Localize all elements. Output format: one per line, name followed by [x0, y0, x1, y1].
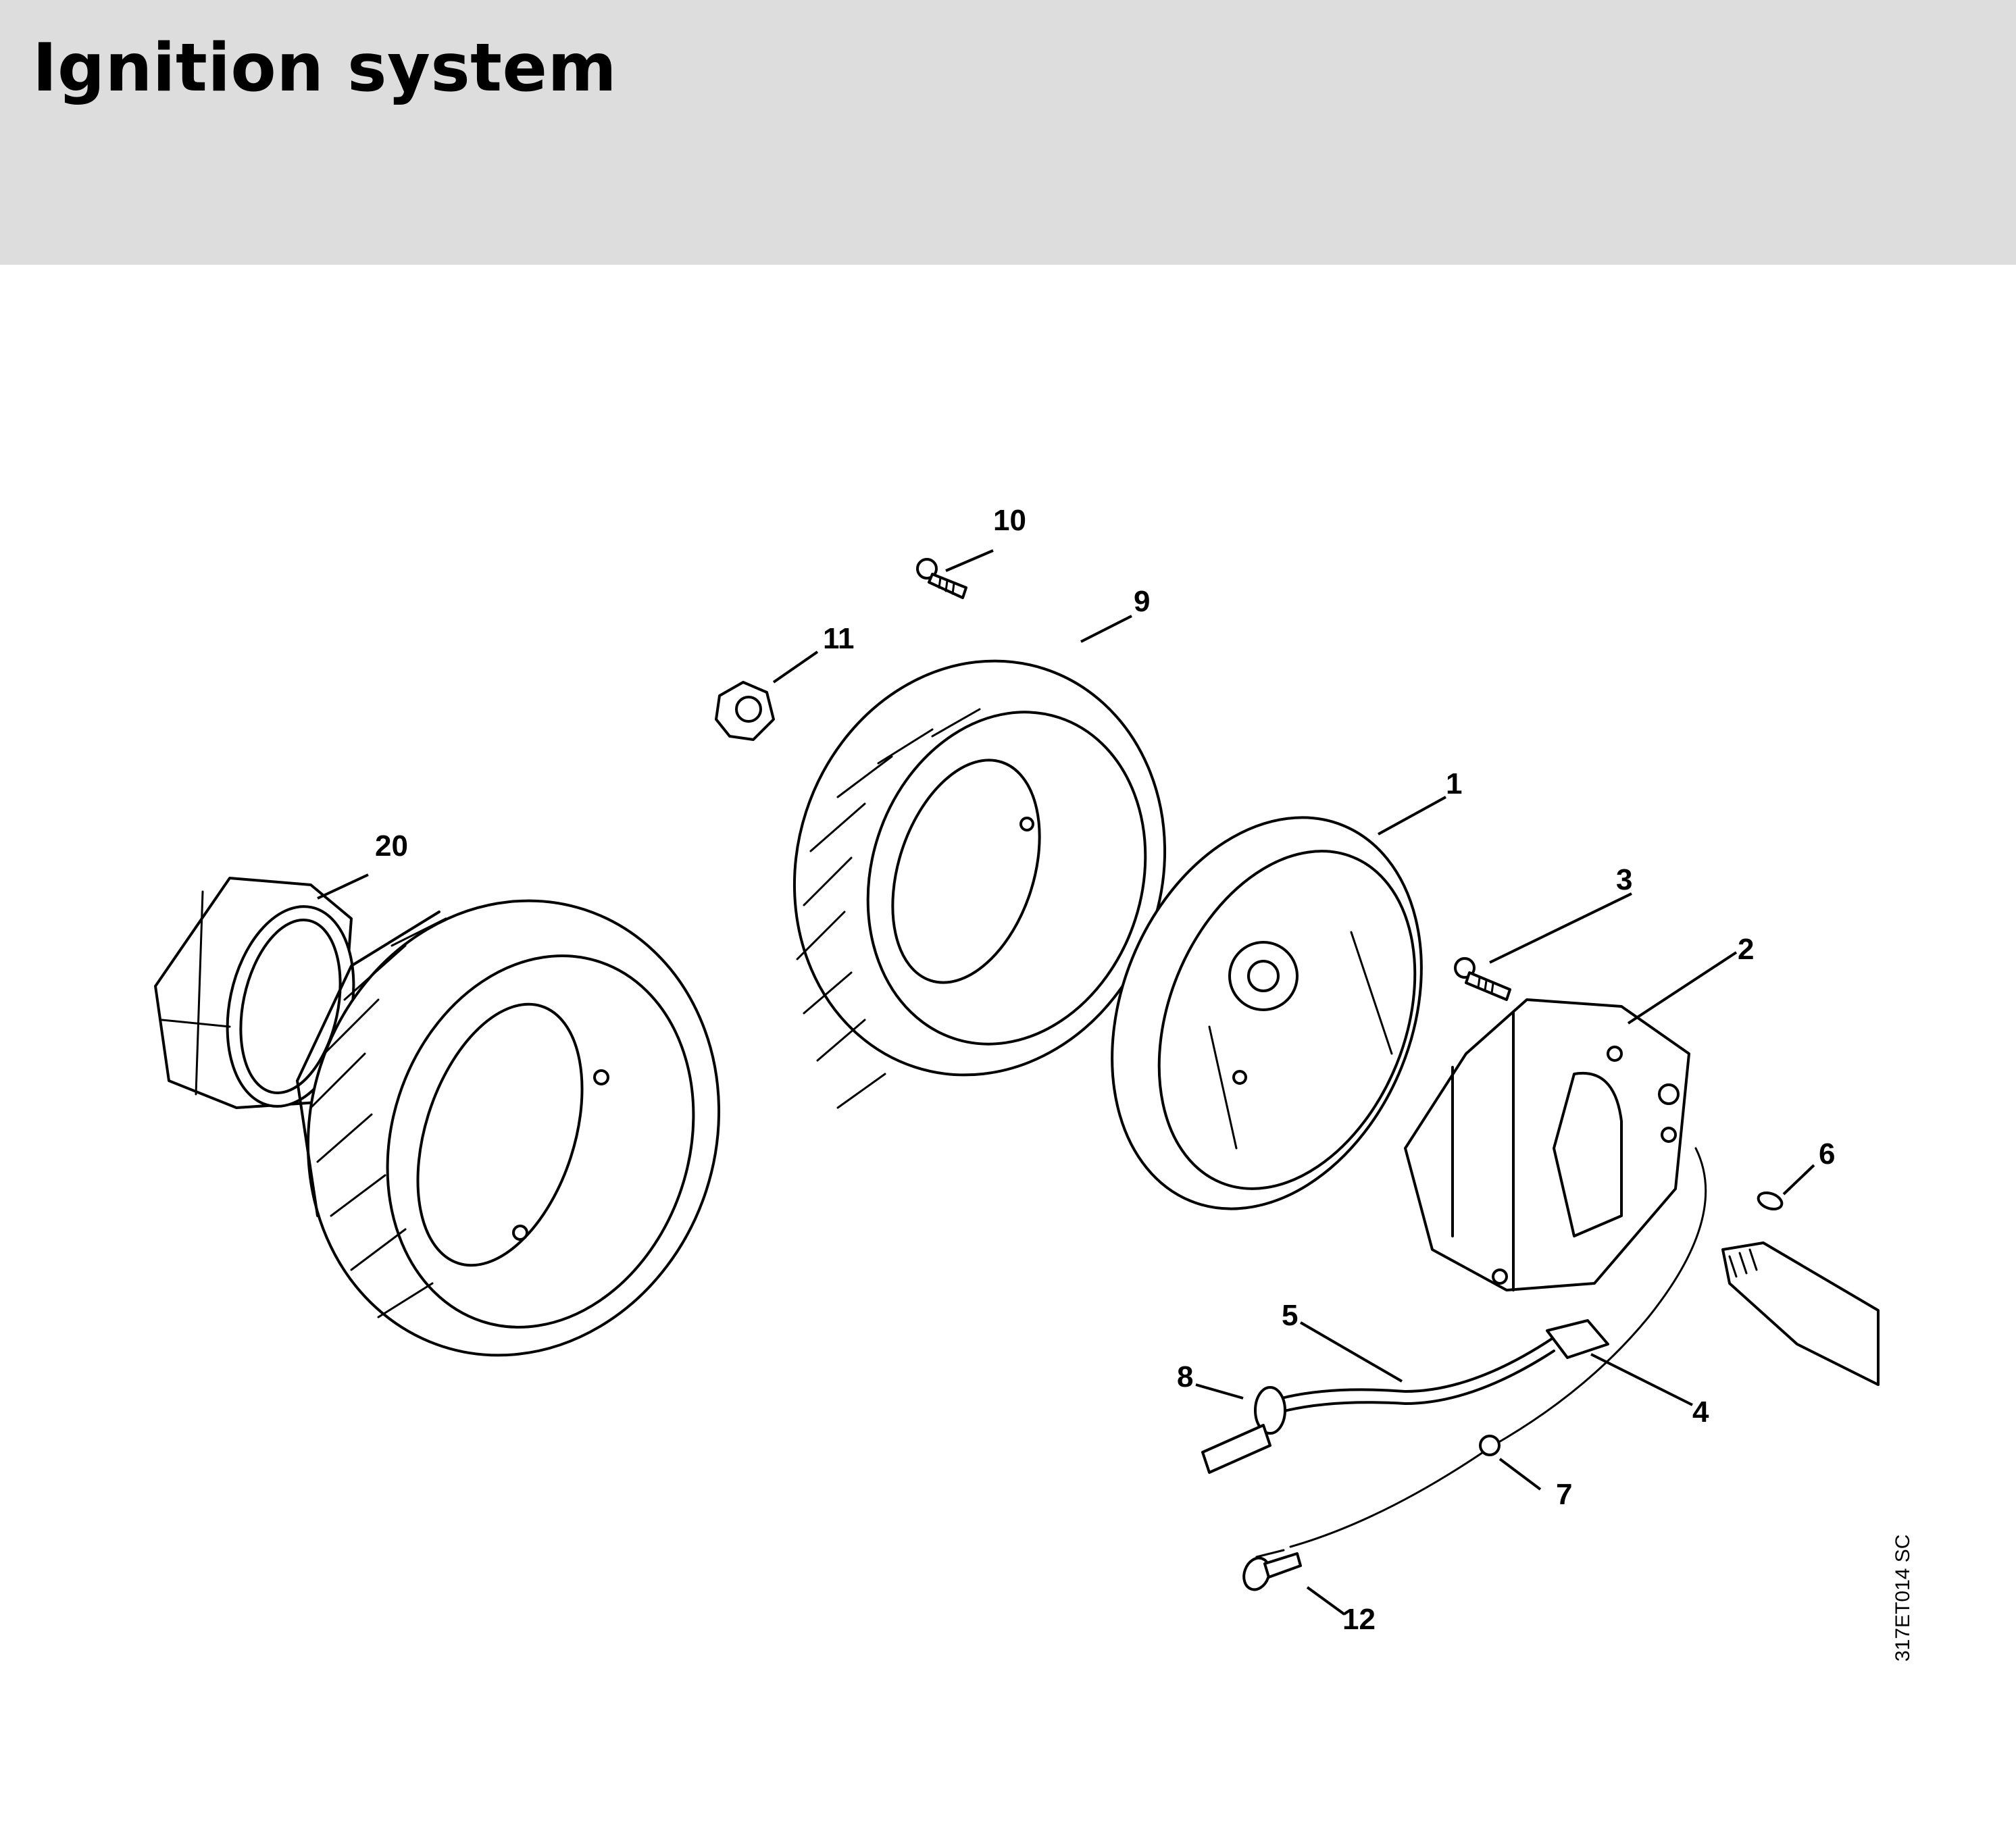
- page-header: Ignition system: [0, 0, 2016, 265]
- callout-11: 11: [823, 622, 855, 655]
- callout-5: 5: [1282, 1299, 1298, 1332]
- callout-6: 6: [1819, 1137, 1835, 1171]
- part-20-ring[interactable]: [154, 877, 371, 1118]
- part-5-ignition-lead[interactable]: [1262, 1319, 1609, 1418]
- crankshaft-end: [1721, 1241, 1880, 1386]
- part-11-hex-nut[interactable]: [715, 681, 775, 741]
- callout-20: 20: [375, 829, 408, 863]
- part-10-screw[interactable]: [916, 558, 967, 599]
- callout-1: 1: [1446, 767, 1462, 800]
- callout-7: 7: [1556, 1478, 1572, 1511]
- reference-code: 317ET014 SC: [1892, 1534, 1914, 1662]
- leader-lines: [317, 549, 1815, 1616]
- callout-12: 12: [1342, 1603, 1376, 1636]
- callout-9: 9: [1134, 585, 1150, 618]
- part-12-screw[interactable]: [1240, 1552, 1302, 1593]
- callout-2: 2: [1738, 933, 1754, 966]
- exploded-parts-diagram: 10 9 11 1 20 3 2 6 5 8 4 7 12: [0, 265, 2016, 1843]
- part-3-screw[interactable]: [1454, 957, 1511, 1001]
- part-6-key[interactable]: [1756, 1190, 1784, 1212]
- callout-10: 10: [993, 504, 1026, 537]
- callout-3: 3: [1616, 863, 1632, 896]
- part-7-short-circuit-wire[interactable]: [1255, 1147, 1707, 1558]
- page-title: Ignition system: [32, 30, 618, 107]
- callout-8: 8: [1177, 1360, 1193, 1393]
- callout-4: 4: [1692, 1395, 1709, 1429]
- fan-wheel-left[interactable]: [250, 847, 778, 1409]
- part-2-ignition-module[interactable]: [1404, 998, 1690, 1291]
- part-1-rotor[interactable]: [1056, 771, 1477, 1255]
- part-8-boot[interactable]: [1201, 1386, 1286, 1474]
